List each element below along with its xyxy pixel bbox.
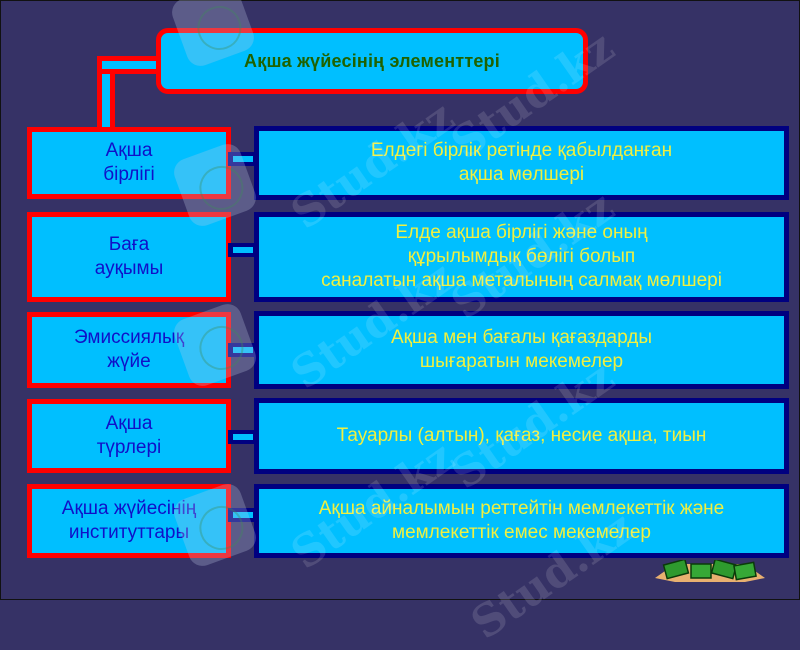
term-box-money-unit: Ақша бірлігі [27, 127, 231, 199]
definition-box-price-scale: Елде ақша бірлігі және оның құрылымдық б… [254, 212, 789, 302]
row-connector [228, 343, 258, 357]
row-connector [228, 243, 258, 257]
title-connector-horizontal [97, 56, 159, 74]
row-connector [228, 508, 258, 522]
title-connector-vertical [97, 56, 115, 128]
definition-box-money-unit: Елдегі бірлік ретінде қабылданған ақша м… [254, 126, 789, 200]
diagram-title: Ақша жүйесінің элементтері [244, 50, 500, 71]
title-box: Ақша жүйесінің элементтері [156, 28, 588, 94]
definition-box-emission-system: Ақша мен бағалы қағаздарды шығаратын мек… [254, 311, 789, 389]
money-stack-icon [655, 560, 765, 582]
row-connector [228, 430, 258, 444]
row-connector [228, 152, 258, 166]
definition-box-money-types: Тауарлы (алтын), қағаз, несие ақша, тиын [254, 398, 789, 474]
term-box-price-scale: Баға ауқымы [27, 212, 231, 302]
term-box-institutions: Ақша жүйесінің институттары [27, 484, 231, 558]
definition-box-institutions: Ақша айналымын реттейтін мемлекеттік жән… [254, 484, 789, 558]
term-box-money-types: Ақша түрлері [27, 399, 231, 473]
term-box-emission-system: Эмиссиялық жүйе [27, 312, 231, 388]
